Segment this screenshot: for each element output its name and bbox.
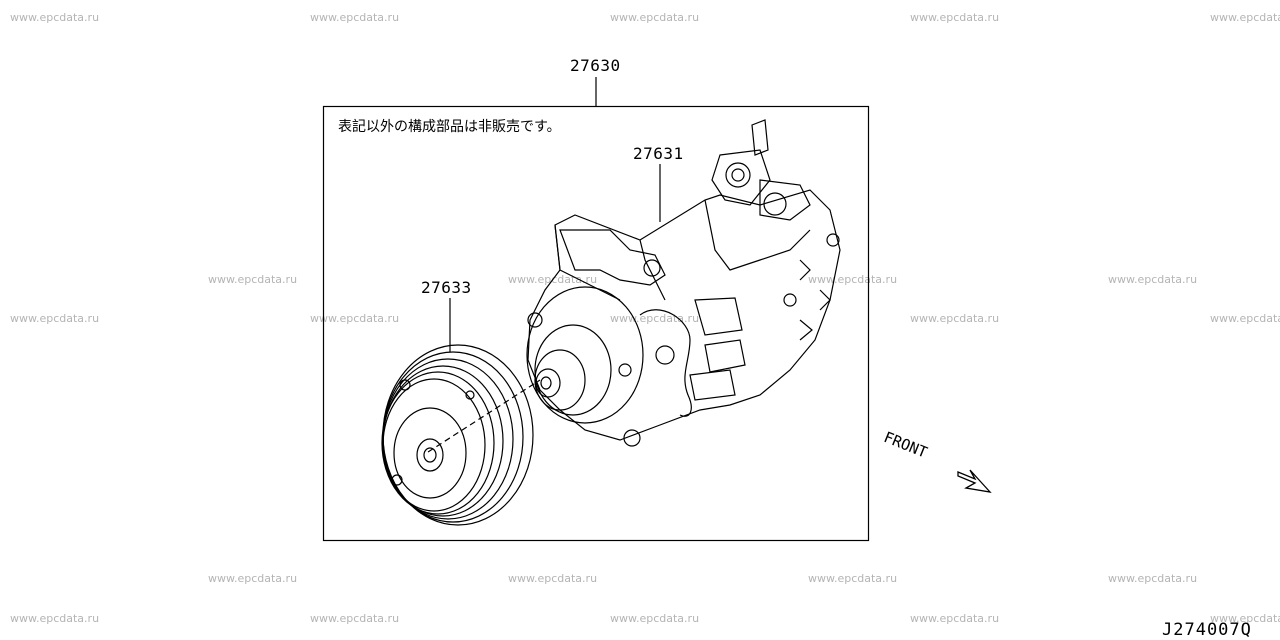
watermark: www.epcdata.ru [910, 11, 1000, 24]
watermark: www.epcdata.ru [1210, 11, 1280, 24]
front-arrow [957, 469, 992, 493]
watermark: www.epcdata.ru [610, 11, 700, 24]
part-number-clutch-pulley[interactable]: 27633 [421, 278, 472, 297]
not-sold-note: 表記以外の構成部品は非販売です。 [338, 119, 561, 135]
watermark: www.epcdata.ru [208, 273, 298, 286]
watermark: www.epcdata.ru [1210, 612, 1280, 625]
assembly-frame [322, 105, 870, 542]
part-number-compressor[interactable]: 27631 [633, 144, 684, 163]
watermark: www.epcdata.ru [1108, 572, 1198, 585]
watermark: www.epcdata.ru [310, 11, 400, 24]
watermark: www.epcdata.ru [310, 612, 400, 625]
compressor-drawing [526, 119, 841, 447]
watermark: www.epcdata.ru [910, 312, 1000, 325]
watermark: www.epcdata.ru [10, 11, 100, 24]
clutch-pulley-drawing [381, 344, 534, 526]
axis-dashed-line [427, 379, 541, 453]
part-number-assembly[interactable]: 27630 [570, 56, 621, 75]
watermark: www.epcdata.ru [1108, 273, 1198, 286]
watermark: www.epcdata.ru [508, 572, 598, 585]
watermark: www.epcdata.ru [808, 572, 898, 585]
drawing-code: J274007Q [1162, 620, 1252, 640]
watermark: www.epcdata.ru [808, 273, 898, 286]
watermark: www.epcdata.ru [310, 312, 400, 325]
watermark: www.epcdata.ru [10, 612, 100, 625]
watermark: www.epcdata.ru [910, 612, 1000, 625]
watermark: www.epcdata.ru [1210, 312, 1280, 325]
watermark: www.epcdata.ru [610, 612, 700, 625]
watermark: www.epcdata.ru [10, 312, 100, 325]
watermark: www.epcdata.ru [208, 572, 298, 585]
